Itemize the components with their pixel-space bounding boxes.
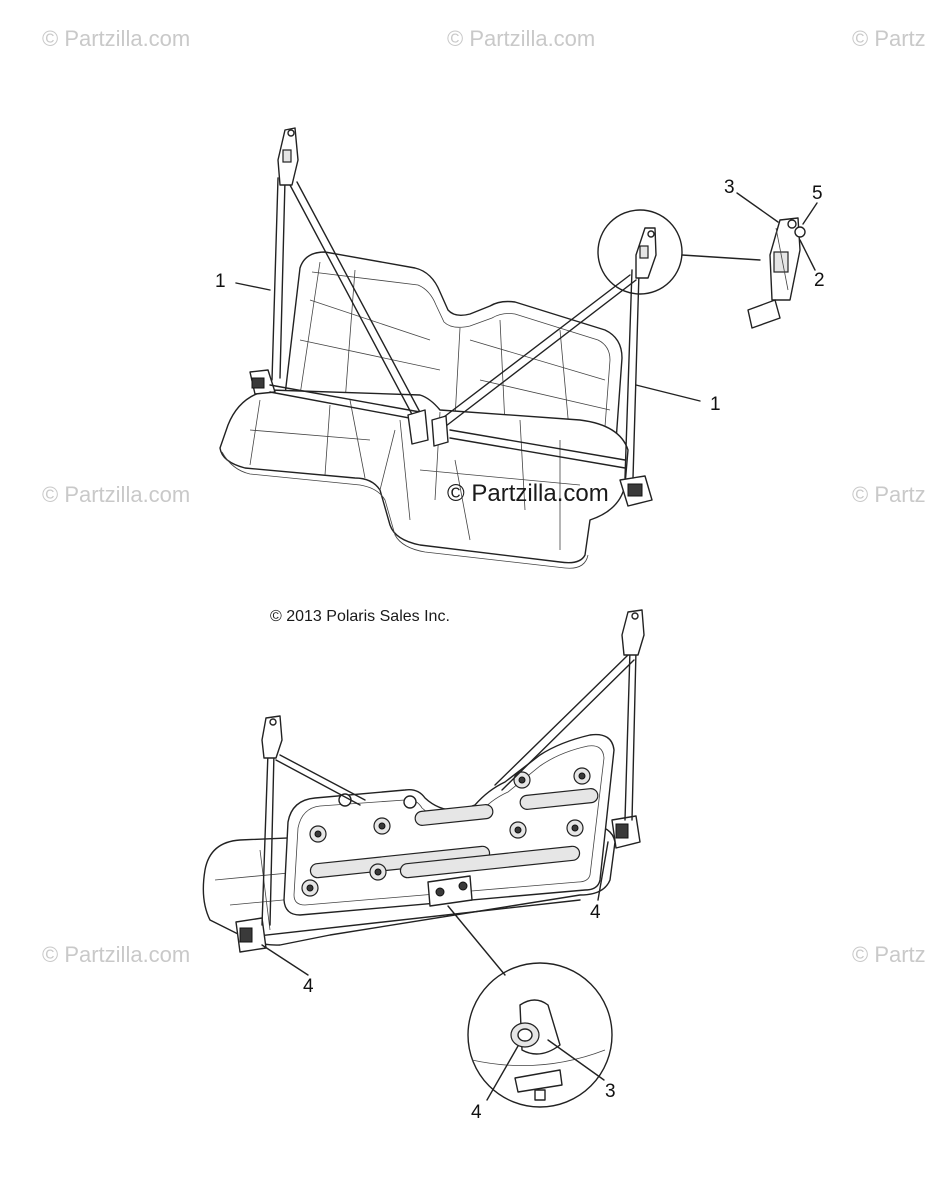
watermark-top-center: © Partzilla.com	[447, 26, 596, 51]
seat-rear-assembly	[202, 609, 645, 976]
buckle-left	[407, 409, 429, 445]
retractor-rear-right	[621, 609, 645, 656]
panel-bolts	[301, 767, 591, 897]
belt-left-vertical	[271, 177, 286, 381]
watermark-mid-right: © Partz	[852, 482, 926, 507]
seat-bottom	[219, 389, 629, 564]
seat-front-assembly	[219, 127, 761, 569]
callout-4-left: 4	[303, 976, 314, 997]
belt-right-vertical	[624, 269, 640, 479]
callout-4-detail: 4	[471, 1102, 482, 1123]
watermark-mid-left: © Partzilla.com	[42, 482, 191, 507]
center-watermark: © Partzilla.com	[447, 480, 609, 507]
watermark-top-right: © Partz	[852, 26, 926, 51]
belt-left-diagonal	[289, 181, 423, 421]
callout-1-right: 1	[710, 394, 721, 415]
watermark-bottom-left: © Partzilla.com	[42, 942, 191, 967]
watermark-bottom-right: © Partz	[852, 942, 926, 967]
retractor-detail-view	[747, 217, 806, 329]
belt-right-diagonal	[439, 274, 637, 427]
copyright-notice: © 2013 Polaris Sales Inc.	[270, 608, 450, 625]
callout-4-right: 4	[590, 902, 601, 923]
detail-circle-top	[597, 209, 683, 295]
callout-2: 2	[814, 270, 825, 291]
callout-leaders	[235, 192, 818, 1101]
watermark-top-left: © Partzilla.com	[42, 26, 191, 51]
callout-1-left: 1	[215, 271, 226, 292]
callout-3-top: 3	[724, 177, 735, 198]
bolt-detail-view	[467, 962, 613, 1108]
retractor-rear-left	[261, 715, 283, 759]
callout-3-detail: 3	[605, 1081, 616, 1102]
buckle-right	[431, 415, 449, 447]
callout-5: 5	[812, 183, 823, 204]
